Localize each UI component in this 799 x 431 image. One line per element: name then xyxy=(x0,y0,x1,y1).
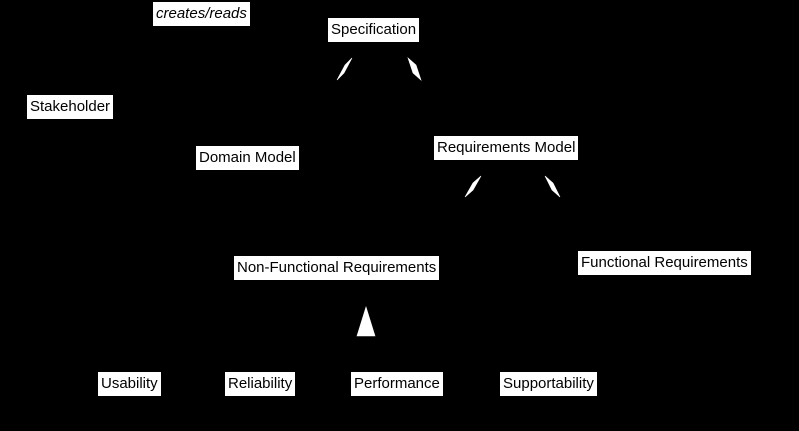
node-creates-reads[interactable]: creates/reads xyxy=(153,2,250,26)
node-non-functional-requirements[interactable]: Non-Functional Requirements xyxy=(234,256,440,280)
edge-specification-requirements-model xyxy=(414,71,493,137)
edge-usability-nfr xyxy=(132,344,366,372)
edge-reliability-nfr xyxy=(263,344,366,372)
node-label: Functional Requirements xyxy=(581,254,748,271)
edge-performance-nfr xyxy=(366,344,404,372)
generalization-triangle-nfr xyxy=(356,305,376,337)
node-label: Non-Functional Requirements xyxy=(237,259,437,276)
node-usability[interactable]: Usability xyxy=(98,372,161,396)
edge-supportability-nfr xyxy=(366,344,557,372)
node-label: Performance xyxy=(354,375,440,392)
node-stakeholder[interactable]: Stakeholder xyxy=(27,95,114,119)
node-label: Supportability xyxy=(503,375,594,392)
node-specification[interactable]: Specification xyxy=(328,18,420,42)
aggregation-diamond-fr xyxy=(544,175,561,198)
aggregation-diamond-domain-model xyxy=(336,57,353,81)
edge-requirements-model-fr xyxy=(552,189,646,252)
node-label: Stakeholder xyxy=(30,98,111,115)
edge-specification-domain-model xyxy=(261,71,346,147)
node-domain-model[interactable]: Domain Model xyxy=(196,146,299,170)
node-label: Requirements Model xyxy=(437,139,576,156)
edge-requirements-model-nfr xyxy=(389,189,473,257)
aggregation-diamond-requirements-model xyxy=(407,57,422,81)
node-label: Specification xyxy=(331,21,417,38)
node-functional-requirements[interactable]: Functional Requirements xyxy=(578,251,751,275)
aggregation-diamond-nfr xyxy=(464,175,482,198)
node-reliability[interactable]: Reliability xyxy=(225,372,296,396)
node-performance[interactable]: Performance xyxy=(351,372,443,396)
node-supportability[interactable]: Supportability xyxy=(500,372,597,396)
node-requirements-model[interactable]: Requirements Model xyxy=(434,136,579,160)
node-label: creates/reads xyxy=(156,5,247,22)
edge-stakeholder-specification xyxy=(130,34,329,101)
node-label: Usability xyxy=(101,375,158,392)
node-label: Domain Model xyxy=(199,149,296,166)
node-label: Reliability xyxy=(228,375,293,392)
